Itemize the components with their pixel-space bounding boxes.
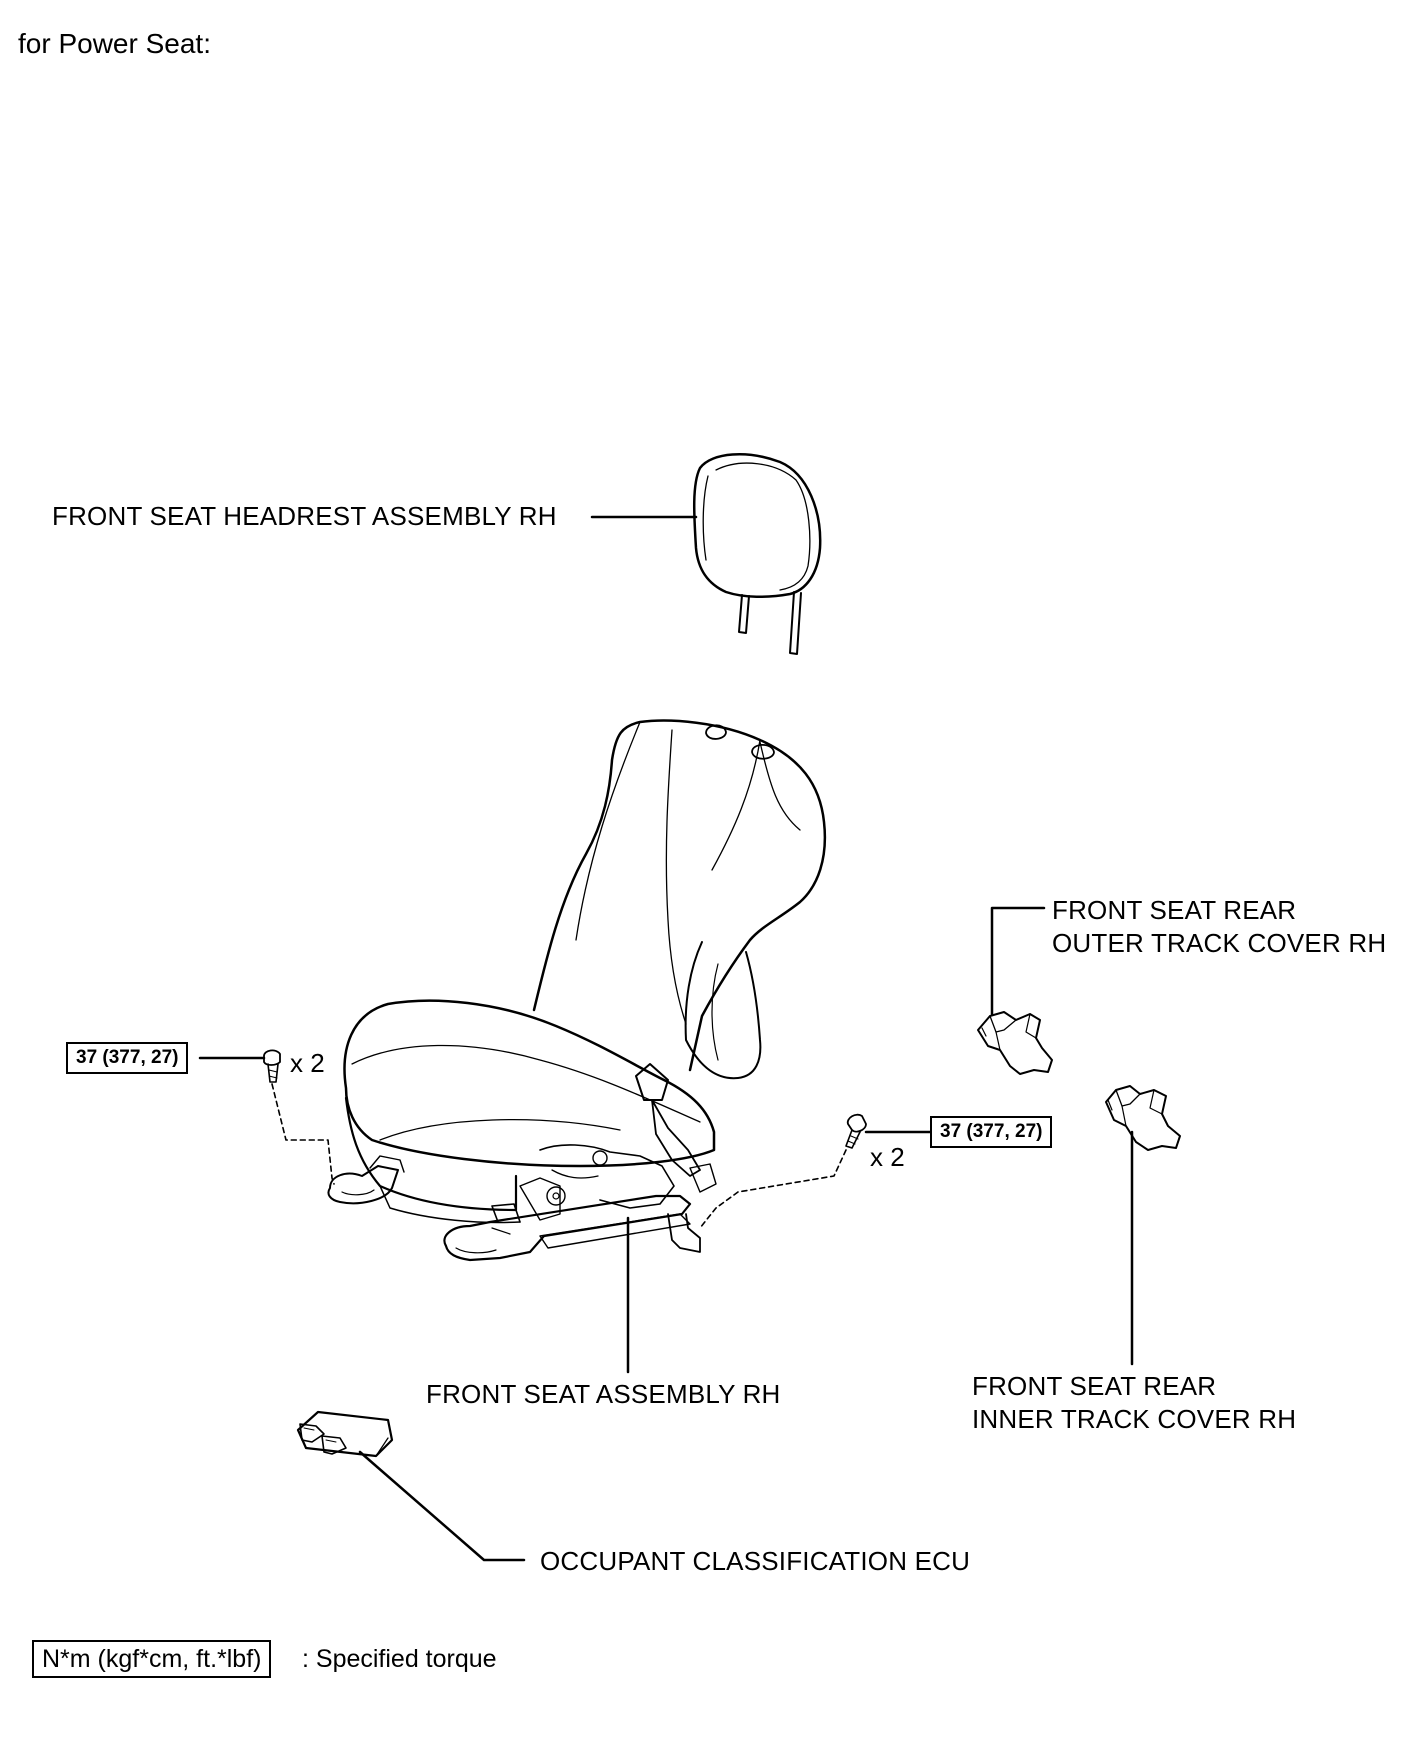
right-torque-spec: 37 (377, 27) [930, 1116, 1053, 1148]
right-bolt-quantity: x 2 [870, 1142, 905, 1172]
outer-track-cover-label-line-1: FRONT SEAT REAR [1052, 895, 1297, 925]
outer-track-cover-label: FRONT SEAT REAR OUTER TRACK COVER RH [1052, 894, 1386, 960]
left-bolt-part [264, 1050, 280, 1082]
right-bolt-part [846, 1115, 866, 1148]
outer-track-cover-leader-line [992, 908, 1044, 1014]
ecu-leader-line [360, 1452, 524, 1560]
seat-assembly-label: FRONT SEAT ASSEMBLY RH [426, 1379, 781, 1409]
left-bolt-quantity: x 2 [290, 1048, 325, 1078]
outer-track-cover-part [978, 1012, 1052, 1074]
inner-track-cover-part [1106, 1086, 1180, 1150]
inner-track-cover-label-line-2: INNER TRACK COVER RH [972, 1404, 1297, 1434]
torque-unit-legend-box: N*m (kgf*cm, ft.*lbf) [32, 1640, 272, 1678]
torque-legend-description: : Specified torque [302, 1645, 497, 1673]
seat-assembly-part [328, 721, 824, 1260]
left-torque-spec: 37 (377, 27) [66, 1042, 189, 1074]
outer-track-cover-label-line-2: OUTER TRACK COVER RH [1052, 928, 1387, 958]
left-bolt-dashed-path [272, 1084, 334, 1184]
page-heading: for Power Seat: [18, 28, 211, 59]
inner-track-cover-label-line-1: FRONT SEAT REAR [972, 1371, 1217, 1401]
ecu-label: OCCUPANT CLASSIFICATION ECU [540, 1546, 971, 1576]
inner-track-cover-label: FRONT SEAT REAR INNER TRACK COVER RH [972, 1370, 1296, 1436]
ecu-part [298, 1412, 392, 1456]
headrest-label: FRONT SEAT HEADREST ASSEMBLY RH [52, 501, 557, 531]
headrest-part [694, 454, 820, 654]
right-bolt-dashed-path [700, 1150, 846, 1228]
